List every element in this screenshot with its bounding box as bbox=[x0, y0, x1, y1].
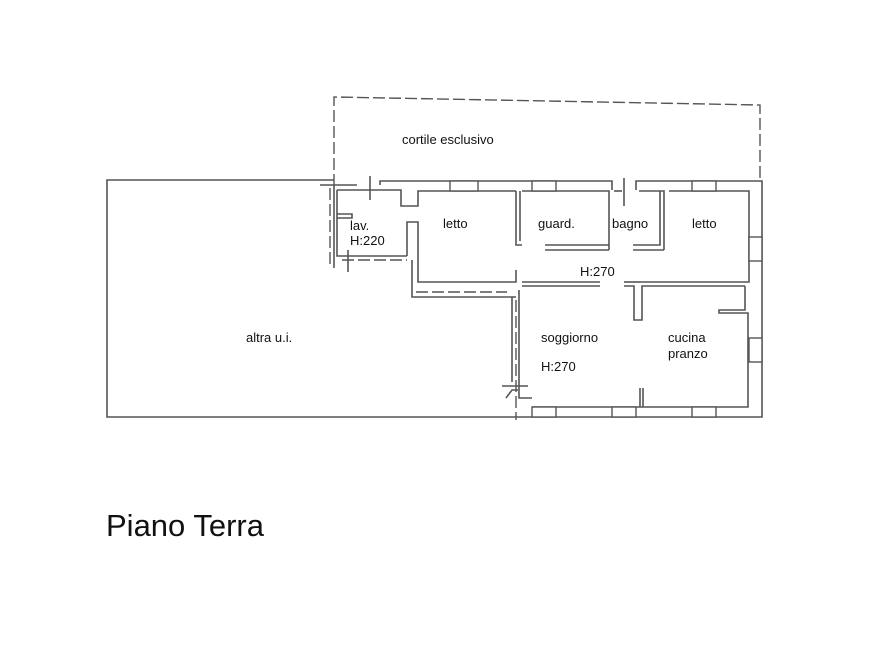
courtyard-boundary bbox=[333, 96, 761, 186]
other-unit-outline bbox=[106, 179, 516, 418]
room-lav-label: lav. bbox=[350, 218, 370, 233]
room-soggiorno-label: soggiorno bbox=[541, 330, 599, 345]
room-letto-1-label: letto bbox=[443, 216, 468, 231]
room-lav-height: H:220 bbox=[350, 233, 385, 248]
room-soggiorno-height: H:270 bbox=[541, 359, 576, 374]
room-cucina-label: cucina bbox=[668, 330, 706, 345]
room-guard-label: guard. bbox=[538, 216, 575, 231]
floor-title: Piano Terra bbox=[106, 508, 264, 543]
room-bagno-label: bagno bbox=[612, 216, 649, 231]
room-pranzo-label: pranzo bbox=[668, 346, 708, 361]
corridor-height: H:270 bbox=[580, 264, 615, 279]
other-unit-label: altra u.i. bbox=[246, 330, 293, 345]
windows bbox=[449, 180, 763, 418]
room-letto-2-label: letto bbox=[692, 216, 717, 231]
courtyard-label: cortile esclusivo bbox=[402, 132, 494, 147]
door-markers bbox=[347, 176, 625, 387]
